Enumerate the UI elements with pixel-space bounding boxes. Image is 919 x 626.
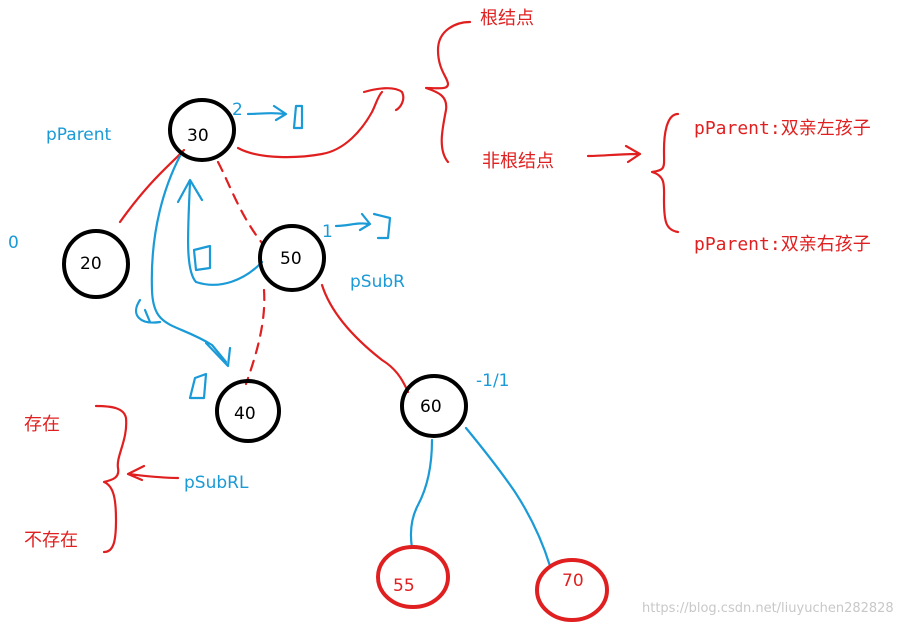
rotation-arrow-30-to-40 bbox=[150, 154, 228, 364]
note-non-root: 非根结点 bbox=[482, 151, 554, 172]
label-pparent: pParent bbox=[46, 125, 112, 145]
node-50-label: 50 bbox=[280, 249, 302, 269]
node-20-circle bbox=[62, 229, 130, 299]
arrow-psubrl-to-brace bbox=[126, 464, 180, 482]
note-exists: 存在 bbox=[24, 414, 60, 435]
edge-50-40-dashed bbox=[244, 288, 266, 386]
note-left-child: pParent:双亲左孩子 bbox=[694, 118, 871, 139]
edge-60-70 bbox=[464, 426, 552, 568]
arrow-nonroot-to-brace bbox=[586, 144, 642, 164]
rotation-arrowhead-40 bbox=[204, 341, 232, 368]
node-50-circle bbox=[258, 224, 326, 292]
node-30-circle bbox=[168, 98, 236, 162]
label-bf-30: 2 bbox=[232, 100, 243, 120]
node-20-label: 20 bbox=[80, 254, 102, 274]
link-30-hook bbox=[362, 87, 405, 112]
link-30-to-brace bbox=[236, 90, 384, 159]
label-bf-60: -1/1 bbox=[476, 371, 510, 391]
glyph-blue-a bbox=[192, 244, 212, 272]
node-55-circle bbox=[376, 545, 450, 609]
node-60-label: 60 bbox=[420, 397, 442, 417]
brace-exists bbox=[94, 404, 128, 554]
note-root: 根结点 bbox=[480, 8, 534, 29]
edge-30-50-dashed bbox=[216, 160, 264, 245]
node-40-label: 40 bbox=[234, 404, 256, 424]
node-30-label: 30 bbox=[187, 126, 209, 146]
bf-30-arrow bbox=[246, 104, 304, 130]
watermark: https://blog.csdn.net/liuyuchen282828 bbox=[642, 601, 894, 616]
edge-60-55 bbox=[409, 438, 434, 550]
note-not-exists: 不存在 bbox=[24, 530, 78, 551]
rotation-arrowhead-30 bbox=[176, 178, 204, 204]
node-40-circle bbox=[215, 379, 281, 443]
brace-root-nonroot bbox=[424, 20, 472, 164]
label-psubr: pSubR bbox=[350, 272, 405, 292]
node-60-circle bbox=[400, 374, 468, 438]
glyph-blue-b bbox=[135, 298, 162, 324]
label-bf-50: 1 bbox=[322, 222, 333, 242]
bf-50-arrow bbox=[334, 212, 392, 240]
edge-30-20 bbox=[118, 148, 186, 224]
rotation-arrow-50-to-30 bbox=[186, 180, 264, 286]
note-right-child: pParent:双亲右孩子 bbox=[694, 234, 871, 255]
label-psubrl: pSubRL bbox=[184, 473, 249, 493]
brace-left-right bbox=[650, 112, 680, 234]
node-70-label: 70 bbox=[562, 571, 584, 591]
glyph-blue-c bbox=[188, 372, 208, 400]
node-70-circle bbox=[535, 558, 609, 622]
node-55-label: 55 bbox=[393, 576, 415, 596]
edge-50-60 bbox=[320, 283, 410, 394]
label-bf-20: 0 bbox=[8, 233, 19, 253]
